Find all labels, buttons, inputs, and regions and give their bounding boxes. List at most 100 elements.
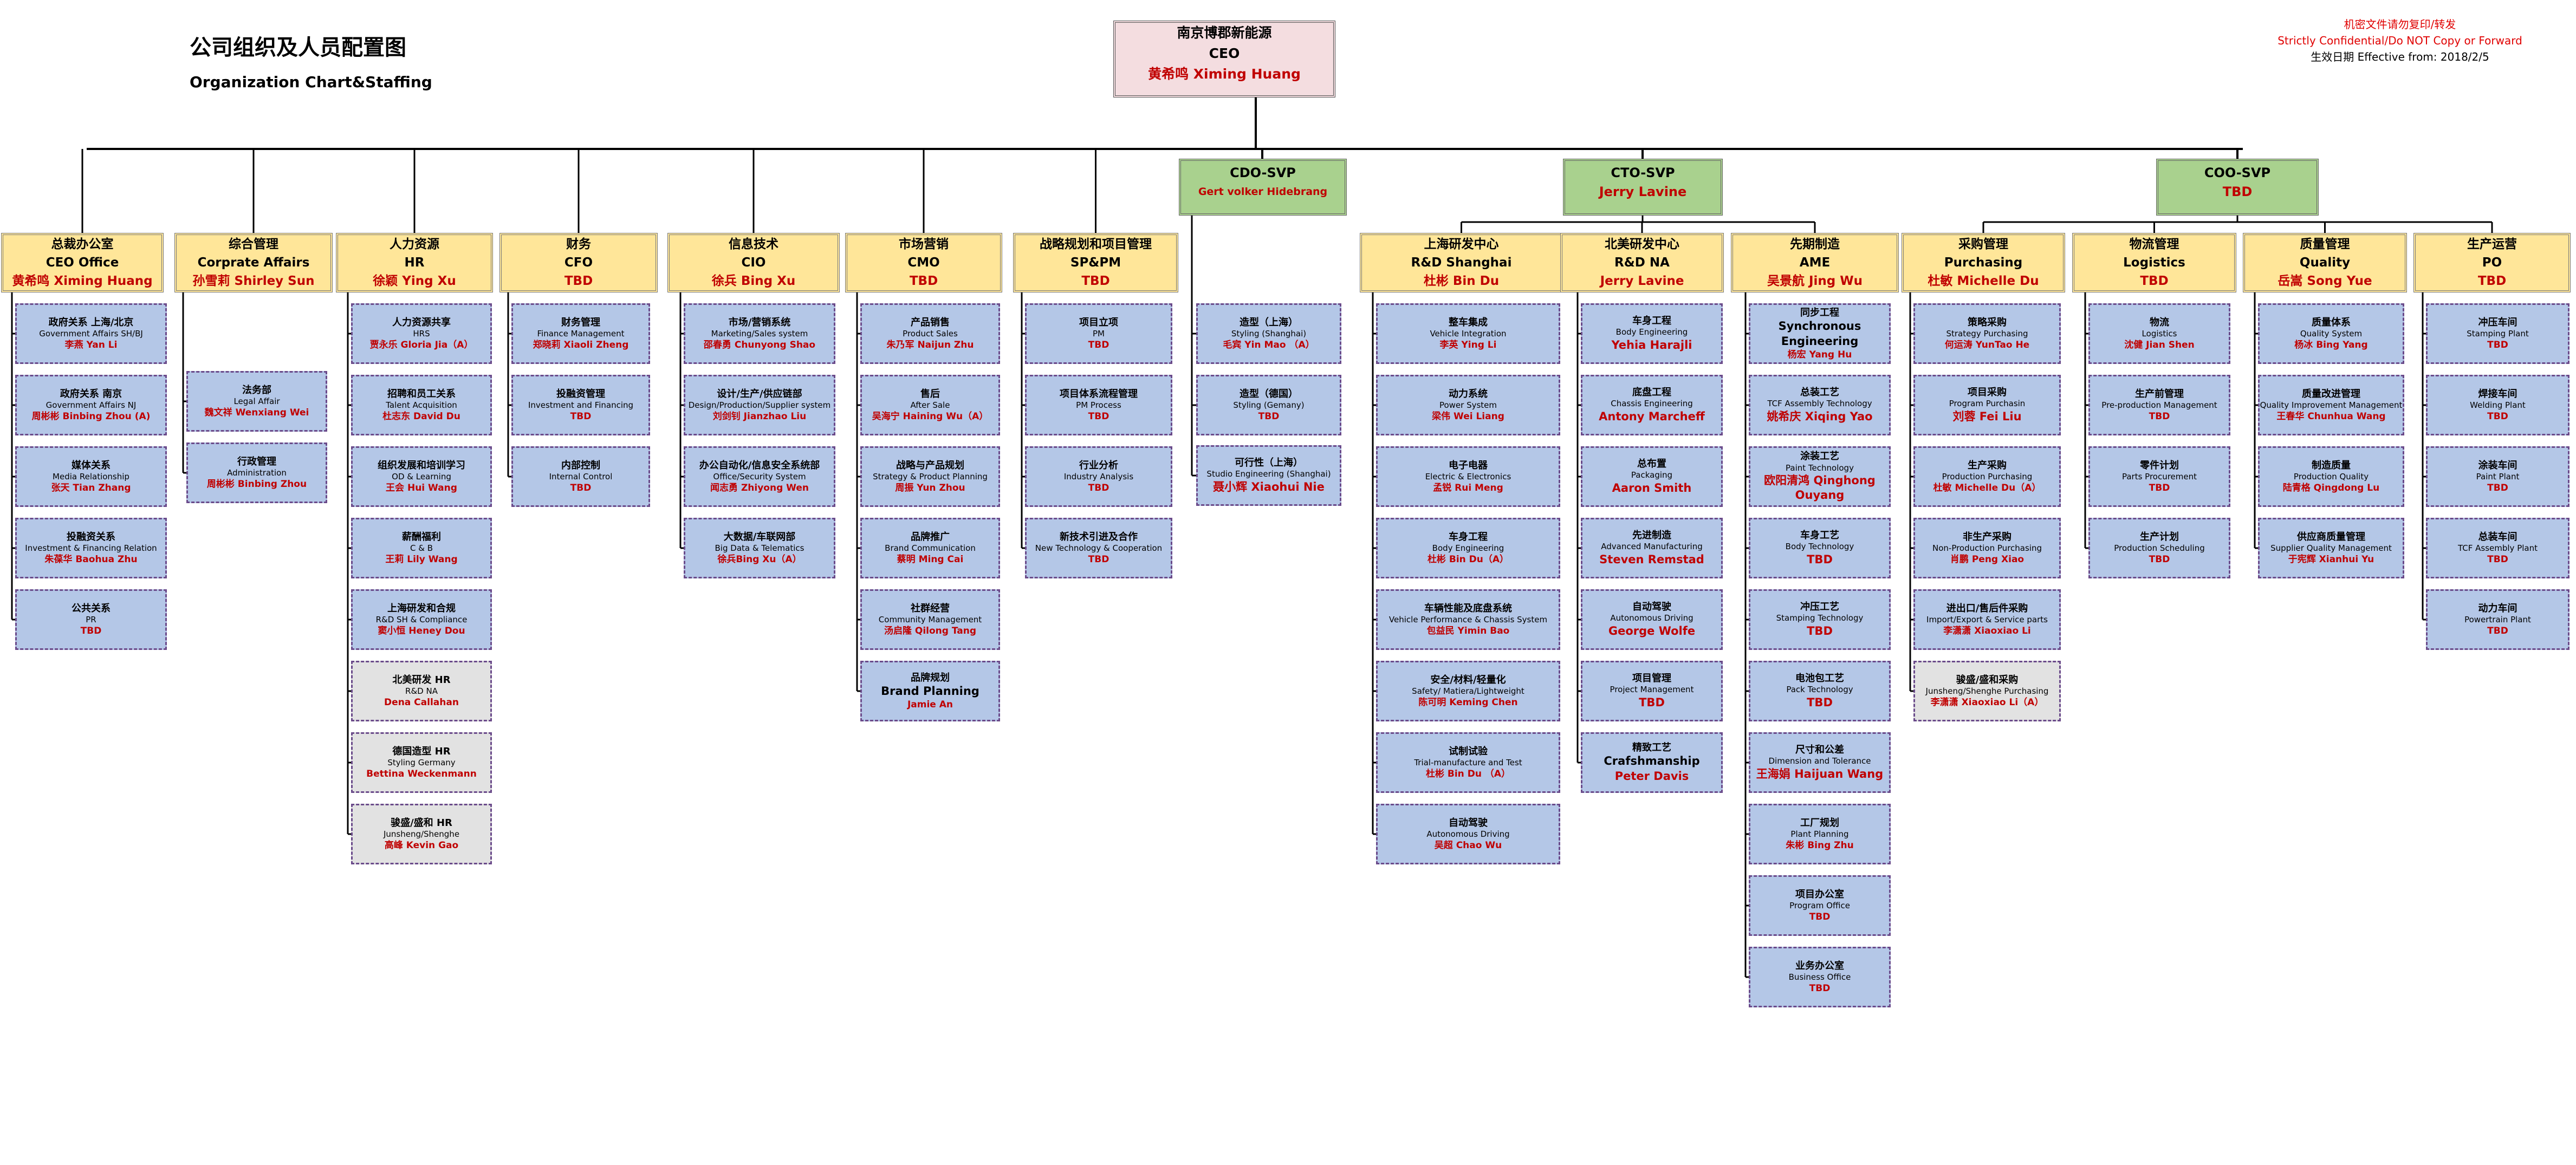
cto-svp-box: CTO-SVP Jerry Lavine [1563, 159, 1723, 216]
unit-cn-name: 精致工艺 [1632, 742, 1671, 753]
unit-head-name: TBD [1809, 912, 1831, 923]
unit-head-name: Bettina Weckenmann [366, 769, 477, 780]
unit-cn-name: 行政管理 [237, 455, 276, 467]
unit-head-name: 王会 Hui Wang [386, 483, 457, 494]
unit-en-name: Administration [227, 467, 287, 478]
unit-en-name: Office/Security System [713, 471, 806, 481]
unit-en-name: Trial-manufacture and Test [1414, 757, 1522, 767]
dept-cn-name: 先期制造 [1790, 237, 1840, 251]
unit-en-name: Production Scheduling [2114, 543, 2205, 553]
cto-name: Jerry Lavine [1599, 184, 1687, 199]
unit-en-name: Internal Control [549, 471, 613, 481]
unit-head-name: 张天 Tian Zhang [51, 483, 131, 494]
unit-head-name: 李英 Ying Li [1439, 340, 1497, 351]
unit-en-name: Non-Production Purchasing [1932, 543, 2042, 553]
unit-head-name: 李燕 Yan Li [64, 340, 118, 351]
unit-head-name: 朱彬 Bing Zhu [1786, 840, 1854, 851]
unit-head-name: TBD [1807, 695, 1833, 709]
dept-cn-name: 市场营销 [899, 237, 949, 251]
unit-en-name: Production Purchasing [1942, 471, 2033, 481]
unit-cn-name: 车身工程 [1449, 531, 1488, 543]
unit-cn-name: 车身工程 [1632, 315, 1671, 327]
coo-title: COO-SVP [2204, 165, 2271, 180]
unit-cn-name: 涂装工艺 [1800, 451, 1839, 463]
dept-en-name: R&D Shanghai [1411, 256, 1512, 270]
unit-en-name: Body Engineering [1615, 327, 1688, 337]
dept-cn-name: 总裁办公室 [51, 237, 114, 251]
unit-cn-name: 底盘工程 [1632, 386, 1671, 398]
unit-head-name: 周彬彬 Binbing Zhou [206, 479, 307, 490]
unit-head-name: 欧阳清鸿 Qinghong Ouyang [1764, 474, 1876, 502]
unit-cn-name: 冲压车间 [2478, 316, 2517, 328]
unit-head-name: TBD [1088, 554, 1109, 565]
cto-title: CTO-SVP [1611, 165, 1675, 180]
unit-en-name: R&D NA [405, 686, 438, 696]
unit-head-name: TBD [2487, 554, 2508, 565]
unit-head-name: 何运涛 YunTao He [1944, 340, 2030, 351]
unit-head-name: TBD [570, 483, 592, 494]
unit-en-name: Studio Engineering (Shanghai) [1206, 469, 1331, 479]
unit-cn-name: 大数据/车联网部 [723, 531, 796, 543]
unit-cn-name: 业务办公室 [1795, 960, 1844, 972]
dept-en-name: Quality [2299, 256, 2351, 270]
unit-cn-name: 尺寸和公差 [1795, 744, 1844, 756]
unit-en-name: Brand Communication [885, 543, 976, 553]
unit-head-name: 吴海宁 Haining Wu（A） [872, 411, 989, 422]
unit-en-name: Production Quality [2293, 471, 2369, 481]
org-unit-box: 造型（德国）Styling (Gemany)TBD [1196, 375, 1341, 435]
unit-cn-name: 制造质量 [2312, 459, 2351, 471]
unit-en-name: Electric & Electronics [1425, 471, 1511, 481]
unit-en-name: Styling Germany [387, 757, 456, 767]
unit-cn-name: 北美研发 HR [392, 674, 451, 686]
unit-en-name: Strategy Purchasing [1946, 328, 2028, 339]
unit-head-name: TBD [2149, 483, 2170, 494]
unit-head-name: TBD [1088, 411, 1109, 422]
unit-head-name: Dena Callahan [384, 697, 459, 708]
unit-head-name: 魏文祥 Wenxiang Wei [204, 407, 309, 419]
unit-head-name: 陈可明 Keming Chen [1418, 697, 1518, 708]
unit-head-name: 吴超 Chao Wu [1434, 840, 1502, 851]
unit-head-name: 窦小恒 Heney Dou [378, 626, 465, 637]
unit-cn-name: 公共关系 [72, 602, 111, 614]
unit-head-name: 朱乃军 Naijun Zhu [886, 340, 974, 351]
unit-en-name: Power System [1439, 400, 1497, 410]
dept-cn-name: 人力资源 [390, 237, 439, 251]
unit-cn-name: 质量改进管理 [2302, 388, 2360, 400]
coo-name: TBD [2222, 184, 2253, 199]
unit-head-name: TBD [1807, 624, 1833, 637]
unit-head-name: 刘蓉 Fei Liu [1952, 409, 2022, 423]
unit-cn-name: 售后 [920, 388, 940, 400]
dept-head-name: 杜彬 Bin Du [1423, 274, 1500, 288]
unit-cn-name: 项目采购 [1968, 386, 2007, 398]
unit-head-name: 毛宾 Yin Mao （A） [1223, 340, 1315, 351]
unit-head-name: 杨宏 Yang Hu [1787, 349, 1852, 360]
unit-cn-name: 新技术引进及合作 [1060, 531, 1138, 543]
unit-head-name: Steven Remstad [1599, 552, 1704, 566]
unit-head-name: 聂小辉 Xiaohui Nie [1213, 480, 1325, 493]
